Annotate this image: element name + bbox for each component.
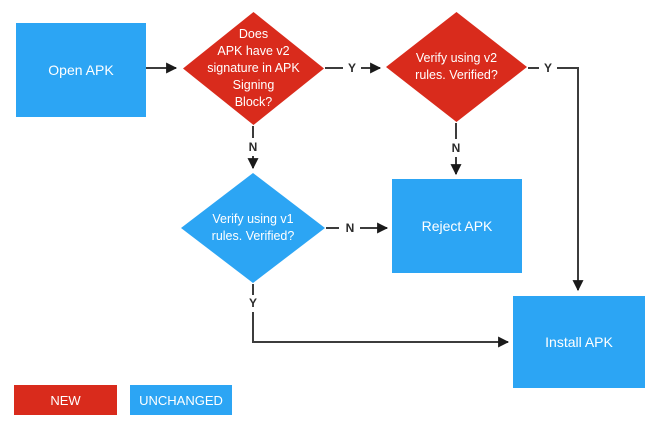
edge-label-v2-verified-no: N <box>451 141 461 155</box>
edge-label-has-v2-no: N <box>248 140 258 154</box>
edge-label-has-v2-yes: Y <box>347 61 357 75</box>
node-open-apk: Open APK <box>16 23 146 117</box>
edge-label-v1-verified-no: N <box>345 221 355 235</box>
node-reject-apk: Reject APK <box>392 179 522 273</box>
node-install-apk: Install APK <box>513 296 645 388</box>
edge-label-v2-verified-yes: Y <box>543 61 553 75</box>
edge-label-v1-verified-yes: Y <box>248 296 258 310</box>
legend-unchanged-badge: UNCHANGED <box>130 385 232 415</box>
legend-new-badge: NEW <box>14 385 117 415</box>
